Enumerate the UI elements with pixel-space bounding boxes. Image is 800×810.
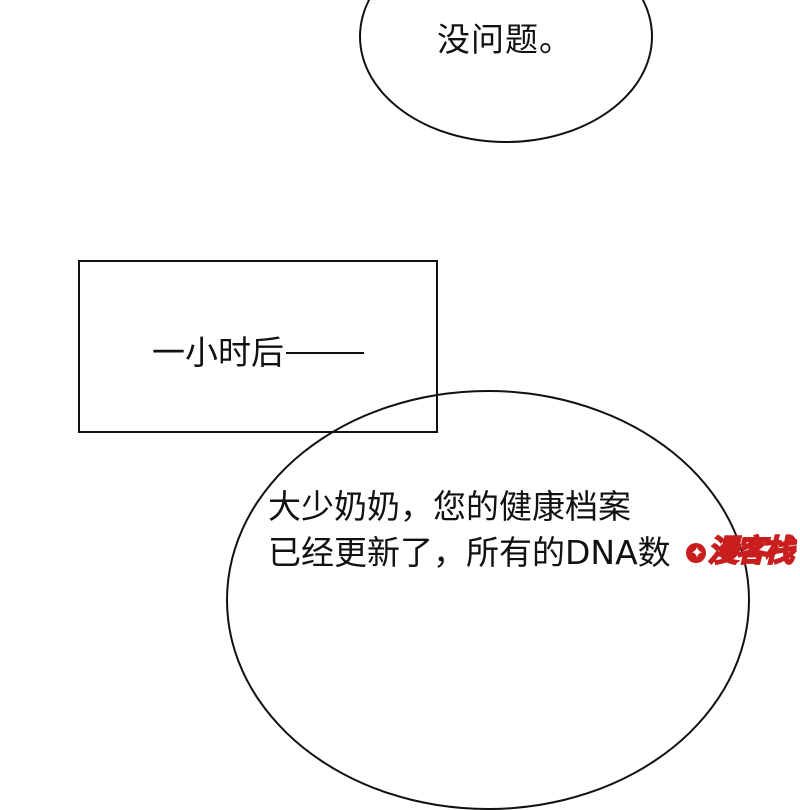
speech-line-2: 已经更新了，所有的DNA数 (268, 533, 671, 572)
watermark-text: 漫客栈 (707, 533, 795, 570)
watermark-logo: ✦漫客栈 (686, 526, 795, 570)
speech-text-bottom: 大少奶奶，您的健康档案 已经更新了，所有的DNA数 (268, 484, 671, 576)
caption-label: 一小时后 (152, 333, 284, 372)
caption-box (78, 260, 438, 433)
speech-line-1: 大少奶奶，您的健康档案 (268, 487, 631, 526)
speech-text-top: 没问题。 (437, 20, 573, 59)
em-dash-line (286, 351, 364, 354)
watermark-badge-icon: ✦ (686, 542, 706, 563)
caption-text: 一小时后 (152, 331, 364, 375)
speech-bubble-bottom (226, 390, 750, 810)
